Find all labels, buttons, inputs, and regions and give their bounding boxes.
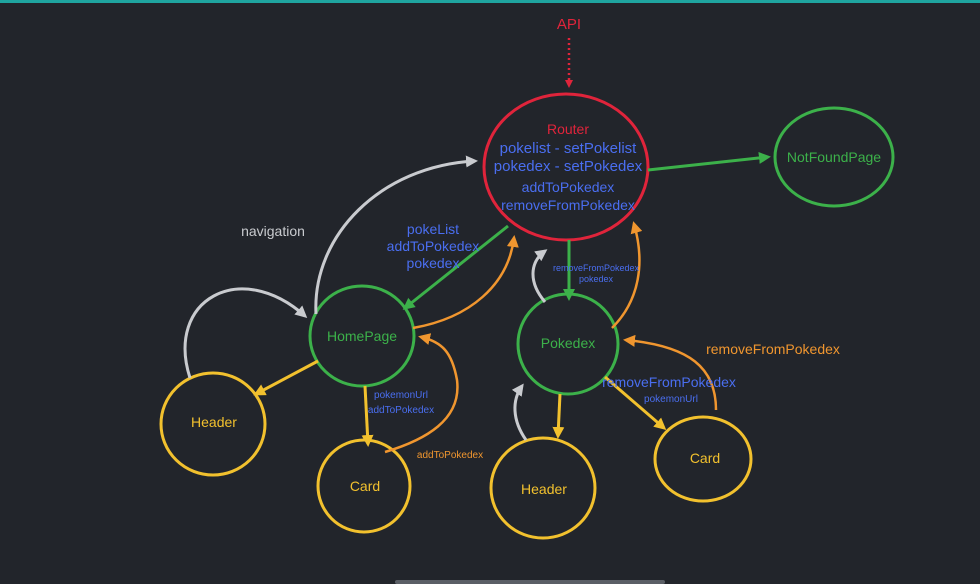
router-title: Router	[547, 121, 589, 137]
navigation-arrow	[314, 155, 478, 315]
api-label: API	[557, 16, 581, 33]
pokedex-to-card-label-2: pokemonUrl	[644, 394, 698, 405]
home-to-card-label-1: pokemonUrl	[374, 390, 428, 401]
router-state-pokedex: pokedex - setPokedex	[494, 158, 643, 175]
pokedex-to-card-arrow	[604, 375, 667, 430]
pokedex-to-header-arrow	[552, 393, 565, 439]
pokedex-label: Pokedex	[541, 335, 595, 351]
navigation-label: navigation	[241, 223, 305, 239]
pokedex-card-node	[653, 415, 753, 503]
home-header-node	[159, 371, 267, 477]
horizontal-scrollbar[interactable]	[395, 580, 665, 584]
router-fn-add: addToPokedex	[522, 179, 615, 195]
card-to-homepage-arrow	[384, 333, 459, 454]
notfound-node	[773, 106, 895, 208]
homepage-to-header-arrow	[253, 359, 319, 396]
top-accent-line	[0, 0, 980, 3]
pokedex-to-router-arrow	[531, 249, 548, 303]
router-fn-remove: removeFromPokedex	[501, 197, 635, 213]
router-to-pokedex-label-2: pokedex	[579, 274, 614, 284]
router-to-pokedex-label-1: removeFromPokedex	[553, 263, 640, 273]
pokedex-card-label: Card	[690, 450, 720, 466]
router-node	[482, 92, 650, 242]
notfound-label: NotFoundPage	[787, 149, 881, 165]
router-to-homepage-arrow	[402, 224, 509, 310]
router-to-home-label-1: pokeList	[407, 221, 459, 237]
pokedex-to-router-orange-arrow	[611, 221, 643, 329]
home-card-label: Card	[350, 478, 380, 494]
home-to-card-label-2: addToPokedex	[368, 405, 434, 416]
pokedex-header-node	[489, 436, 597, 540]
homepage-node	[308, 284, 416, 388]
card-to-pokedex-arrow	[623, 334, 718, 411]
router-state-pokelist: pokelist - setPokelist	[500, 140, 638, 157]
pokedex-header-label: Header	[521, 481, 567, 497]
router-to-home-label-3: pokedex	[407, 255, 460, 271]
homepage-to-router-arrow	[412, 235, 519, 330]
router-to-home-label-2: addToPokedex	[387, 238, 480, 254]
homepage-to-card-arrow	[361, 385, 374, 447]
card-to-home-label: addToPokedex	[417, 450, 483, 461]
home-header-label: Header	[191, 414, 237, 430]
pokedex-to-card-label-1: removeFromPokedex	[602, 374, 736, 390]
router-to-notfound-arrow	[647, 152, 771, 172]
header-to-homepage-arrow	[183, 287, 308, 379]
pokedex-header-to-pokedex-arrow	[511, 383, 528, 441]
homepage-label: HomePage	[327, 328, 397, 344]
card-to-pokedex-label: removeFromPokedex	[706, 341, 840, 357]
